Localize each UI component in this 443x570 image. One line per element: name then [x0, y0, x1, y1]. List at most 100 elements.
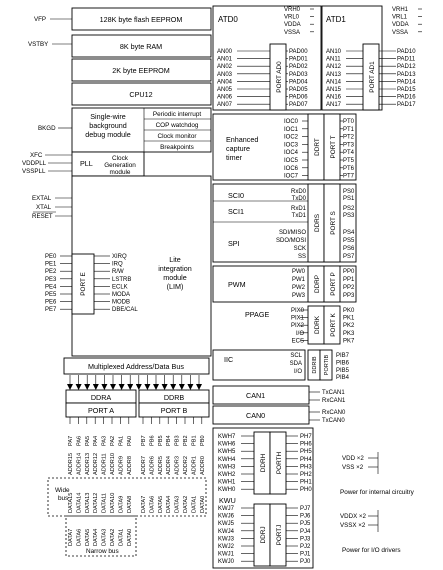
ddra-label: DDRA	[91, 393, 112, 402]
porte-pin-7: PE7	[45, 307, 57, 313]
pj-pin-4: PJ3	[300, 536, 311, 542]
ph-pin-2: PH5	[300, 449, 312, 455]
kwu-label: KWU	[219, 496, 236, 505]
atd1-an-7: AN17	[326, 102, 342, 108]
pa-data-0: DATA15	[68, 493, 74, 513]
pp-pin-0: PP0	[343, 269, 355, 275]
wide-bus-box	[47, 477, 207, 517]
pa-pin-3: PA4	[93, 436, 99, 446]
pt-pin-6: PT6	[343, 166, 355, 172]
portp-block	[323, 265, 341, 303]
pin-xfc: XFC	[30, 152, 43, 159]
cpu-block	[71, 82, 212, 106]
cpu-label: CPU12	[129, 90, 152, 99]
pa-narrow-7: DATA0	[127, 529, 133, 546]
pin-vfp: VFP	[34, 16, 46, 23]
pib-pin-0: PIB7	[336, 353, 350, 359]
atd1-an-5: AN15	[326, 87, 342, 93]
ps-pin-1: PS1	[343, 196, 355, 202]
atd0-an-3: AN03	[217, 72, 233, 78]
power-internal-label: Power for internal circuitry	[340, 489, 415, 496]
ph-pin-6: PH1	[300, 480, 312, 486]
can0-tx: TxCAN0	[322, 418, 345, 424]
atd0-an-2: AN02	[217, 64, 233, 70]
ph-pin-7: PH0	[300, 487, 312, 493]
pa-narrow-0: DATA7	[68, 529, 74, 546]
porte-pin-2: PE2	[45, 269, 57, 275]
porta-block	[65, 402, 137, 418]
pb-pin-4: PB3	[175, 435, 181, 446]
atd0-an-4: AN04	[217, 79, 233, 85]
pa-narrow-6: DATA1	[118, 529, 124, 546]
ps-pin-3: PS3	[343, 213, 355, 219]
ppage-label: PPAGE	[245, 310, 269, 319]
ddrh-label: DDRH	[260, 453, 267, 472]
ect-line1: Enhanced	[226, 135, 258, 144]
pa-data-3: DATA12	[93, 493, 99, 513]
portib-label: PORTIB	[324, 354, 330, 375]
atd1-an-0: AN10	[326, 49, 342, 55]
pib-pin-1: PIB6	[336, 360, 350, 366]
ioc-7: IOC7	[284, 174, 299, 180]
pt-pin-4: PT4	[343, 150, 355, 156]
iic-sig-0: SCL	[290, 353, 302, 359]
can1-label: CAN1	[246, 391, 265, 400]
atd1-ref-2: VDDA	[392, 22, 409, 28]
pa-narrow-1: DATA6	[76, 529, 82, 546]
pb-addr-5: ADDR2	[183, 456, 189, 475]
porte-pin-3: PE3	[45, 277, 57, 283]
kwj-2: KWJ5	[218, 521, 235, 527]
iic-label: IIC	[224, 355, 233, 364]
iic-sig-1: SDA	[290, 361, 302, 367]
pin-reset: RESET	[32, 213, 53, 220]
pa-addr-3: ADDR12	[93, 453, 99, 475]
pa-data-5: DATA10	[110, 493, 116, 513]
ppage-sig-2: PIX2	[291, 323, 305, 329]
lim-signal-2: R/W	[112, 269, 124, 275]
pa-data-2: DATA13	[85, 493, 91, 513]
pb-addr-7: ADDR0	[200, 456, 206, 475]
atd1-pad-3: PAD13	[397, 72, 416, 78]
pib-pin-2: PIB5	[336, 368, 350, 374]
ddrib-label: DDRIB	[312, 356, 318, 373]
pin-vddpll: VDDPLL	[22, 160, 47, 167]
pj-pin-0: PJ7	[300, 506, 311, 512]
pb-pin-5: PB2	[183, 435, 189, 446]
atd0-an-0: AN00	[217, 49, 233, 55]
atd0-title: ATD0	[218, 15, 238, 24]
wide-bus-line2: bus	[58, 495, 68, 502]
pa-narrow-3: DATA4	[93, 529, 99, 546]
narrow-bus-label: Narrow bus	[86, 548, 119, 555]
atd1-pad-5: PAD15	[397, 87, 416, 93]
ps-pin-2: PS2	[343, 206, 355, 212]
porte-pin-0: PE0	[45, 254, 57, 260]
lim-signal-6: MODB	[112, 300, 130, 306]
atd1-an-6: AN16	[326, 95, 342, 101]
lim-signal-7: DBE/CAL	[112, 307, 138, 313]
ps-pin-6: PS6	[343, 246, 355, 252]
serial-sig-1: TxD0	[292, 196, 307, 202]
pk-pin-1: PK1	[343, 316, 355, 322]
lim-line3: module	[163, 273, 187, 282]
ioc-1: IOC1	[284, 127, 299, 133]
pa-addr-4: ADDR11	[102, 453, 108, 475]
kwh-5: KWH2	[218, 472, 236, 478]
serial-sig-5: SDO/MOSI	[276, 238, 306, 244]
porte-pin-6: PE6	[45, 300, 57, 306]
pa-pin-5: PA2	[110, 436, 116, 446]
ioc-3: IOC3	[284, 142, 299, 148]
pp-pin-3: PP3	[343, 293, 355, 299]
pa-data-4: DATA11	[102, 493, 108, 513]
vdd-label: VDD ×2	[342, 455, 364, 462]
power-io-label: Power for I/O drivers	[342, 547, 401, 554]
pa-pin-4: PA3	[102, 436, 108, 446]
atd1-an-3: AN13	[326, 72, 342, 78]
sysfunc-0: Periodic interrupt	[153, 111, 202, 118]
pb-addr-6: ADDR1	[191, 456, 197, 475]
debug-line1: Single-wire	[90, 112, 126, 121]
kwh-7: KWH0	[218, 487, 236, 493]
pb-pin-7: PB0	[200, 435, 206, 446]
lim-line1: Lite	[169, 255, 181, 264]
atd1-pad-1: PAD11	[397, 57, 416, 63]
